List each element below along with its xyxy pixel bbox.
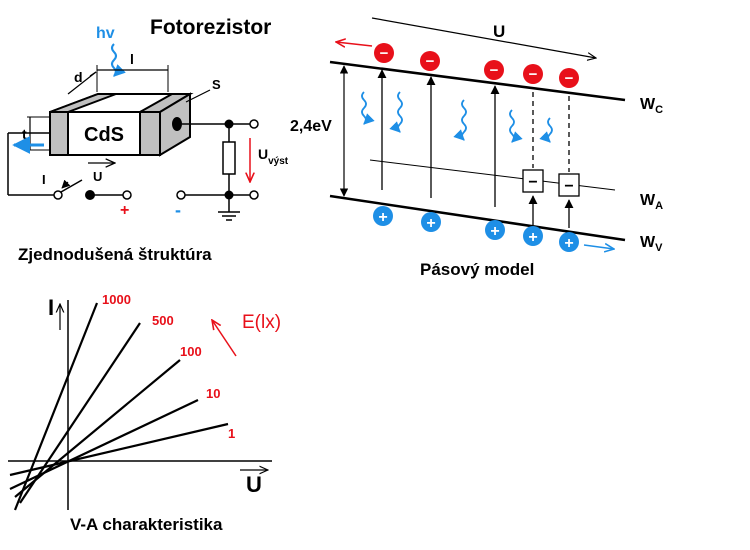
area-s-pointer	[185, 89, 211, 103]
dimension-d-label: d	[74, 69, 83, 85]
output-voltage-label: Uvýst	[258, 146, 289, 167]
band-voltage-arrow	[371, 17, 596, 58]
wa-label: WA	[640, 192, 663, 212]
svg-text:−: −	[565, 70, 574, 87]
conduction-band-edge	[329, 60, 626, 102]
terminal-hole	[172, 117, 182, 131]
valence-band-edge	[329, 194, 626, 242]
svg-text:+: +	[490, 223, 499, 240]
output-terminal-bottom	[249, 190, 259, 200]
hole-drift-arrow	[583, 245, 614, 249]
block-front-face	[67, 111, 141, 156]
plus-sign: +	[120, 202, 129, 219]
electron-1: −	[374, 43, 394, 63]
acceptor-trap-2	[558, 173, 580, 197]
electron-4: −	[523, 64, 543, 84]
va-curve-label-1000: 1000	[102, 292, 131, 307]
svg-text:−: −	[426, 53, 435, 70]
svg-text:−: −	[529, 66, 538, 83]
va-characteristic-group: I U 1000 500 100 10 1 E(lx) V-A charakte…	[8, 292, 281, 534]
minus-terminal	[176, 190, 186, 200]
hv-label: hv	[96, 25, 115, 42]
band-voltage-label: U	[493, 22, 505, 41]
page-title: Fotorezistor	[150, 16, 271, 39]
va-curve-label-500: 500	[152, 313, 174, 328]
contact-front-left	[49, 111, 69, 156]
dimension-d-tick	[89, 71, 97, 77]
acceptor-trap-2-sign: −	[564, 178, 573, 195]
svg-text:−: −	[380, 45, 389, 62]
current-arrow	[61, 179, 71, 189]
contact-front-right	[139, 111, 161, 156]
switch-lever	[60, 179, 83, 193]
minus-sign: -	[175, 200, 181, 220]
structure-group: hv d l CdS S t U	[7, 25, 289, 264]
area-s-label: S	[212, 77, 221, 92]
va-curve-1	[9, 422, 229, 477]
wv-label: WV	[640, 234, 663, 254]
svg-text:−: −	[490, 62, 499, 79]
dimension-t-label: t	[22, 126, 27, 142]
hole-2: +	[421, 212, 441, 232]
voltage-label: U	[93, 169, 102, 184]
load-resistor	[222, 141, 236, 175]
photon-waves	[361, 91, 553, 143]
node-bottom	[224, 190, 234, 200]
electron-drift-arrow	[336, 42, 373, 46]
plus-terminal	[122, 190, 132, 200]
wc-label: WC	[640, 96, 663, 116]
output-terminal-top	[249, 119, 259, 129]
band-model-caption: Pásový model	[420, 260, 534, 279]
electron-2: −	[420, 51, 440, 71]
svg-text:+: +	[378, 209, 387, 226]
dimension-l-label: l	[130, 51, 134, 67]
acceptor-trap-1	[522, 169, 544, 193]
va-curves	[9, 302, 229, 511]
hole-1: +	[373, 206, 393, 226]
va-curve-1000	[13, 302, 99, 511]
electron-3: −	[484, 60, 504, 80]
illuminance-label: E(lx)	[242, 312, 281, 333]
illuminance-arrow	[212, 320, 237, 357]
switch-terminal-left	[53, 190, 63, 200]
current-label: I	[42, 172, 46, 187]
va-y-label: I	[48, 295, 54, 320]
acceptor-trap-1-sign: −	[528, 174, 537, 191]
svg-text:+: +	[564, 235, 573, 252]
band-gap-label: 2,4eV	[290, 118, 332, 135]
electron-5: −	[559, 68, 579, 88]
va-curve-label-1: 1	[228, 426, 235, 441]
svg-text:+: +	[528, 229, 537, 246]
svg-text:+: +	[426, 215, 435, 232]
incoming-light-wave	[111, 43, 126, 77]
material-label: CdS	[84, 124, 124, 146]
hole-5: +	[559, 232, 579, 252]
va-curve-label-100: 100	[180, 344, 202, 359]
va-curve-100	[14, 359, 181, 498]
va-caption: V-A charakteristika	[70, 515, 223, 534]
va-curve-label-10: 10	[206, 386, 220, 401]
ground-icon	[218, 211, 240, 221]
va-x-label: U	[246, 472, 262, 497]
hole-4: +	[523, 226, 543, 246]
hole-3: +	[485, 220, 505, 240]
structure-caption: Zjednodušená štruktúra	[18, 245, 212, 264]
band-model-group: U 2,4eV WC WA WV − −	[290, 17, 663, 279]
va-curve-500	[19, 322, 141, 504]
va-curve-10	[9, 399, 199, 490]
